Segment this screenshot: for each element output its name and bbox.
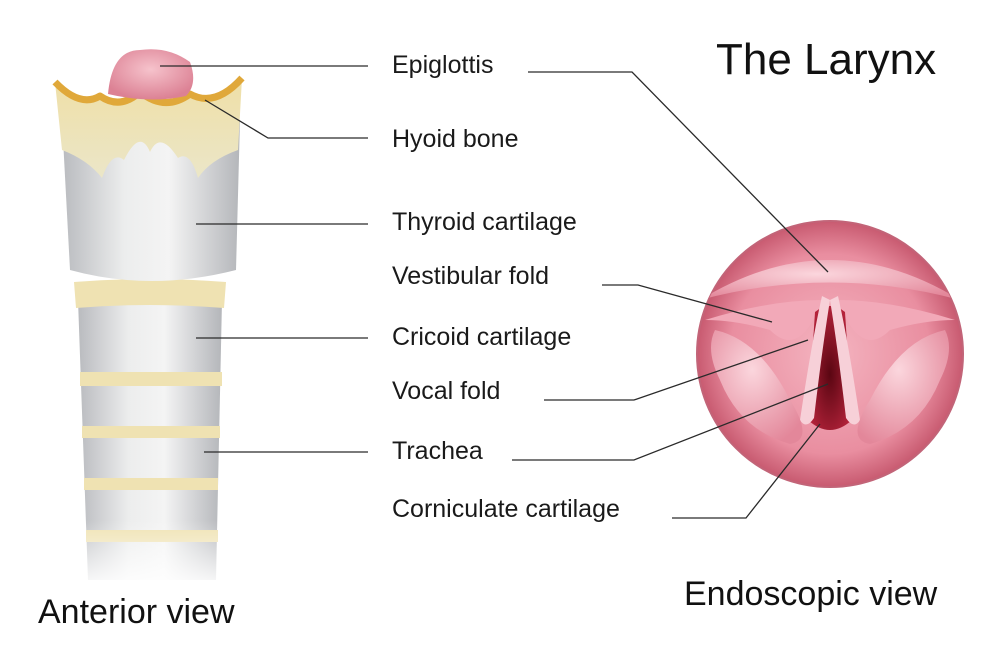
- endoscopic-larynx-illustration: [696, 220, 964, 488]
- hyoid-bone-illustration: [55, 78, 242, 178]
- epiglottis-illustration: [108, 49, 194, 100]
- hyoid-bone-leader: [204, 99, 368, 139]
- endoscopic-epiglottis: [700, 260, 960, 300]
- label-cricoid-cartilage: Cricoid cartilage: [392, 323, 572, 351]
- vestibular-fold-leader: [602, 284, 773, 323]
- tracheal-ring-band: [80, 372, 222, 386]
- corniculate-cartilage-left: [711, 330, 803, 444]
- tracheal-ring-band: [84, 478, 218, 490]
- corniculate-cartilage-right: [857, 330, 949, 444]
- label-thyroid-cartilage: Thyroid cartilage: [392, 208, 577, 236]
- label-corniculate-cartilage: Corniculate cartilage: [392, 495, 620, 523]
- label-vestibular-fold: Vestibular fold: [392, 262, 550, 290]
- diagram-title: The Larynx: [716, 35, 937, 84]
- trachea-endoscopic-leader: [512, 383, 829, 461]
- vocal-fold-right: [830, 296, 860, 425]
- tracheal-ring-band: [82, 426, 220, 438]
- leader-lines: [160, 65, 829, 519]
- vocal-fold-leader: [544, 339, 809, 401]
- label-vocal-fold: Vocal fold: [392, 377, 501, 405]
- anterior-larynx-illustration: [52, 49, 245, 590]
- anterior-view-caption: Anterior view: [38, 593, 235, 631]
- label-epiglottis: Epiglottis: [392, 51, 494, 79]
- vestibular-fold-right: [838, 300, 955, 340]
- cricoid-band: [74, 279, 226, 308]
- label-trachea: Trachea: [392, 437, 483, 465]
- corniculate-cartilage-leader: [672, 423, 821, 519]
- label-hyoid-bone: Hyoid bone: [392, 125, 519, 153]
- endoscopic-epiglottis-leader: [528, 71, 829, 273]
- endoscopic-view-caption: Endoscopic view: [684, 575, 938, 613]
- trachea-illustration: [70, 300, 240, 590]
